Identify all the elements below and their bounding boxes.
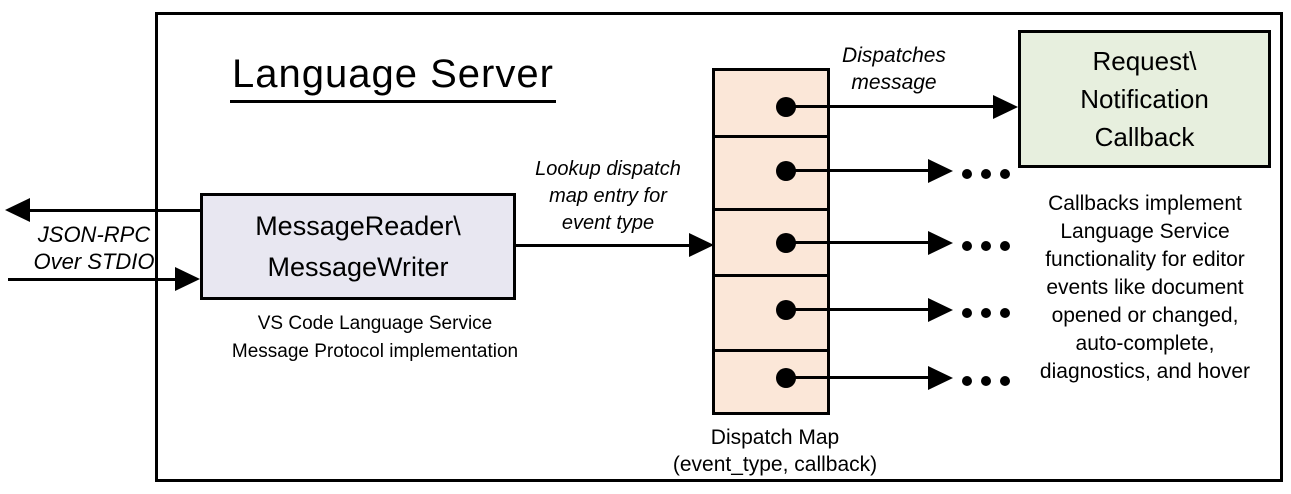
message-box-line1: MessageReader\ bbox=[255, 210, 461, 241]
dispatch-slot-dot bbox=[776, 233, 796, 253]
dispatches-message-label: Dispatches message bbox=[826, 42, 962, 96]
dispatch-arrowhead-icon bbox=[928, 298, 953, 322]
message-reader-writer-box: MessageReader\ MessageWriter bbox=[200, 193, 516, 300]
message-box-caption-line1: VS Code Language Service bbox=[257, 313, 493, 334]
ellipsis-dots-icon bbox=[962, 169, 1010, 179]
ellipsis-dots-icon bbox=[962, 308, 1010, 318]
dispatch-map-caption-line1: Dispatch Map bbox=[710, 426, 840, 449]
dispatch-arrow-line bbox=[786, 308, 930, 311]
stdio-in-arrowhead-icon bbox=[175, 267, 200, 291]
lookup-dispatch-label-line3: event type bbox=[561, 212, 655, 234]
callback-box-line3: Callback bbox=[1094, 122, 1195, 152]
lookup-dispatch-label-line2: map entry for bbox=[549, 185, 667, 207]
ellipsis-dots-icon bbox=[962, 241, 1010, 251]
lookup-dispatch-label-line1: Lookup dispatch bbox=[535, 158, 681, 180]
dispatches-message-label-line1: Dispatches bbox=[842, 44, 946, 67]
message-box-line2: MessageWriter bbox=[267, 251, 449, 282]
message-box-caption: VS Code Language Service Message Protoco… bbox=[185, 310, 565, 366]
message-box-caption-line2: Message Protocol implementation bbox=[231, 341, 519, 362]
dispatch-map-divider bbox=[715, 349, 827, 352]
ellipsis-dots-icon bbox=[962, 376, 1010, 386]
request-notification-callback-box: Request\ Notification Callback bbox=[1018, 30, 1271, 168]
callbacks-note-line: Callbacks implement bbox=[1048, 192, 1242, 215]
dispatches-message-label-line2: message bbox=[851, 71, 937, 94]
dispatch-arrow-line bbox=[786, 105, 996, 108]
callbacks-note: Callbacks implement Language Service fun… bbox=[1003, 190, 1287, 386]
callback-box-line1: Request\ bbox=[1092, 46, 1197, 76]
dispatch-arrow-line bbox=[786, 169, 930, 172]
callbacks-note-line: opened or changed, bbox=[1051, 304, 1239, 327]
stdio-out-arrowhead-icon bbox=[5, 198, 30, 222]
callbacks-note-line: auto-complete, bbox=[1075, 332, 1215, 355]
dispatch-slot-dot bbox=[776, 368, 796, 388]
dispatch-slot-dot bbox=[776, 97, 796, 117]
diagram-title: Language Server bbox=[230, 52, 556, 103]
dispatch-arrowhead-icon bbox=[928, 231, 953, 255]
dispatch-arrow-line bbox=[786, 376, 930, 379]
lookup-arrowhead-icon bbox=[689, 233, 714, 257]
stdio-in-arrow-line bbox=[8, 278, 177, 281]
jsonrpc-stdio-label: JSON-RPC Over STDIO bbox=[18, 221, 170, 275]
dispatch-slot-dot bbox=[776, 300, 796, 320]
callbacks-note-line: events like document bbox=[1046, 276, 1244, 299]
dispatch-slot-dot bbox=[776, 161, 796, 181]
language-server-boundary-box bbox=[155, 12, 1283, 482]
dispatch-arrowhead-icon bbox=[928, 366, 953, 390]
dispatch-map-divider bbox=[715, 274, 827, 277]
callbacks-note-line: diagnostics, and hover bbox=[1039, 360, 1251, 383]
lookup-dispatch-label: Lookup dispatch map entry for event type bbox=[512, 156, 704, 237]
callbacks-note-line: Language Service bbox=[1060, 220, 1230, 243]
callbacks-note-line: functionality for editor bbox=[1045, 248, 1245, 271]
dispatch-arrowhead-icon bbox=[993, 95, 1018, 119]
dispatch-map-caption: Dispatch Map (event_type, callback) bbox=[650, 424, 900, 478]
dispatch-map-divider bbox=[715, 208, 827, 211]
dispatch-map-divider bbox=[715, 135, 827, 138]
lookup-arrow-line bbox=[516, 244, 692, 247]
jsonrpc-stdio-label-line2: Over STDIO bbox=[33, 249, 155, 274]
dispatch-map-caption-line2: (event_type, callback) bbox=[672, 453, 878, 476]
dispatch-arrowhead-icon bbox=[928, 159, 953, 183]
stdio-out-arrow-line bbox=[28, 209, 200, 212]
dispatch-arrow-line bbox=[786, 241, 930, 244]
jsonrpc-stdio-label-line1: JSON-RPC bbox=[37, 222, 151, 247]
callback-box-line2: Notification bbox=[1080, 84, 1209, 114]
